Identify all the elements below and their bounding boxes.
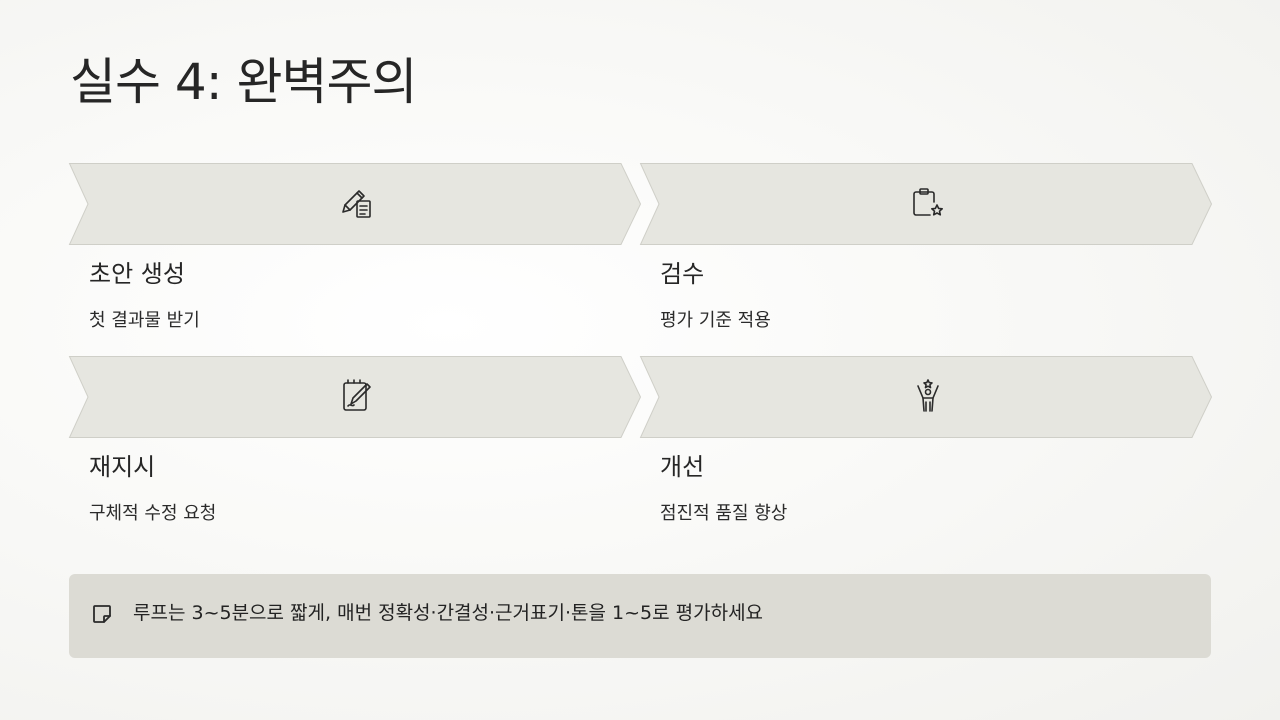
step-title: 재지시 bbox=[89, 453, 156, 481]
step-title: 검수 bbox=[660, 260, 705, 288]
clipboard-star-icon bbox=[910, 185, 946, 221]
person-celebrate-icon bbox=[910, 378, 946, 414]
slide-title: 실수 4: 완벽주의 bbox=[70, 53, 417, 111]
step-draft: 초안 생성 첫 결과물 받기 bbox=[68, 163, 642, 343]
tip-callout: 루프는 3~5분으로 짧게, 매번 정확성·간결성·근거표기·톤을 1~5로 평… bbox=[69, 574, 1211, 658]
step-title: 초안 생성 bbox=[89, 260, 185, 288]
step-review: 검수 평가 기준 적용 bbox=[639, 163, 1213, 343]
step-description: 구체적 수정 요청 bbox=[89, 503, 217, 524]
step-improve: 개선 점진적 품질 향상 bbox=[639, 356, 1213, 536]
step-description: 첫 결과물 받기 bbox=[89, 310, 200, 331]
step-reinstruct: 재지시 구체적 수정 요청 bbox=[68, 356, 642, 536]
chevron-shape bbox=[639, 356, 1213, 438]
chevron-shape bbox=[639, 163, 1213, 245]
step-title: 개선 bbox=[660, 453, 705, 481]
pencil-document-icon bbox=[339, 185, 375, 221]
tip-text: 루프는 3~5분으로 짧게, 매번 정확성·간결성·근거표기·톤을 1~5로 평… bbox=[133, 602, 764, 624]
sticky-note-icon bbox=[91, 603, 113, 625]
notepad-pen-icon bbox=[339, 378, 375, 414]
step-description: 점진적 품질 향상 bbox=[660, 503, 788, 524]
step-description: 평가 기준 적용 bbox=[660, 310, 771, 331]
